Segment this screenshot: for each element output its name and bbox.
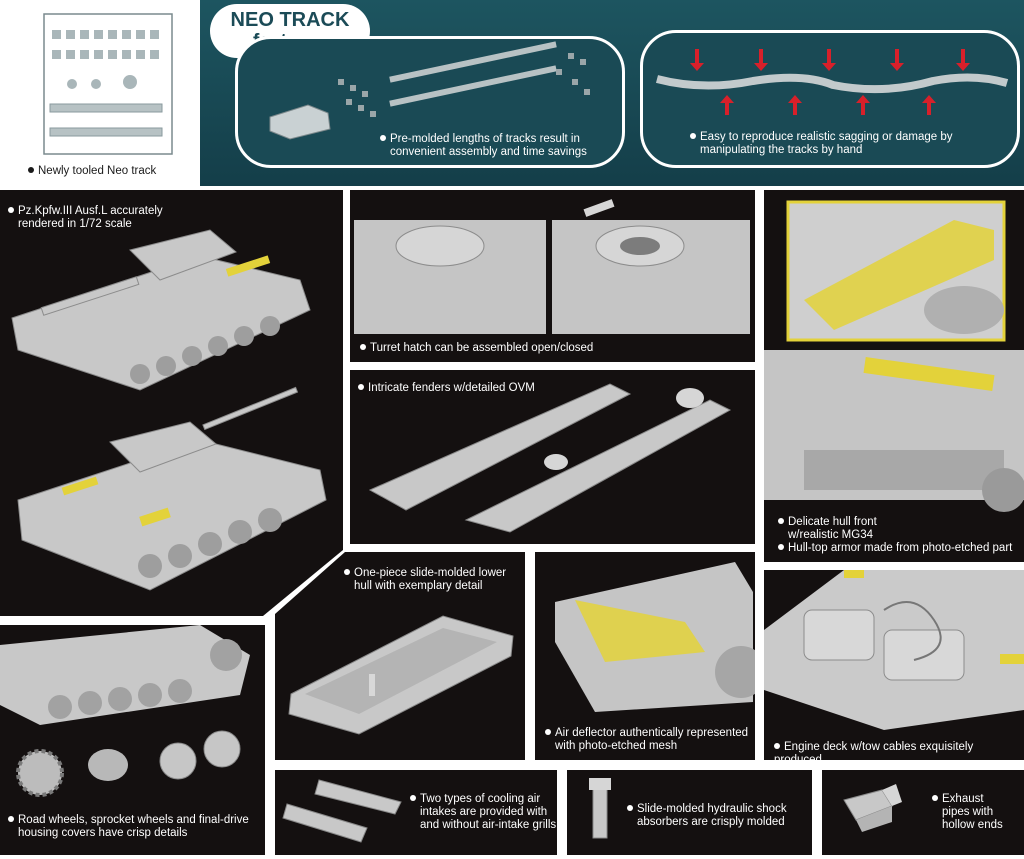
track-lengths-illustration bbox=[269, 41, 590, 140]
bullet-icon bbox=[410, 795, 416, 801]
bullet-icon bbox=[778, 518, 784, 524]
bullet-icon bbox=[8, 207, 14, 213]
bullet-icon bbox=[778, 544, 784, 550]
bullet-icon bbox=[690, 133, 696, 139]
exhaust-caption: Exhaust pipes with hollow ends bbox=[932, 793, 1003, 832]
lower-hull-panel bbox=[275, 552, 525, 760]
red-arrow-icon bbox=[690, 49, 970, 115]
track-lengths-caption: Pre-molded lengths of tracks result in c… bbox=[380, 133, 587, 159]
air-deflector-caption: Air deflector authentically represented … bbox=[545, 727, 748, 753]
cooling-intakes-illustration bbox=[282, 779, 402, 843]
track-sagging-caption: Easy to reproduce realistic sagging or d… bbox=[690, 131, 953, 157]
engine-deck-panel bbox=[764, 570, 1024, 760]
shock-absorbers-panel bbox=[567, 770, 812, 855]
hull-front-panel bbox=[764, 190, 1024, 562]
bullet-icon bbox=[28, 167, 34, 173]
exhaust-illustration bbox=[843, 784, 902, 832]
bullet-icon bbox=[627, 805, 633, 811]
shock-absorbers-illustration bbox=[589, 778, 611, 839]
road-wheels-panel bbox=[0, 625, 265, 855]
lower-hull-illustration bbox=[288, 615, 514, 735]
bullet-icon bbox=[344, 569, 350, 575]
shock-absorbers-caption: Slide-molded hydraulic shock absorbers a… bbox=[627, 803, 787, 829]
bullet-icon bbox=[360, 344, 366, 350]
bullet-icon bbox=[380, 135, 386, 141]
bullet-icon bbox=[358, 384, 364, 390]
fenders-illustration bbox=[368, 383, 732, 533]
sprue-illustration bbox=[43, 13, 173, 155]
sprue-caption: Newly tooled Neo track bbox=[28, 165, 156, 178]
bullet-icon bbox=[8, 816, 14, 822]
hull-front-illustration bbox=[764, 200, 1024, 512]
fenders-panel bbox=[350, 370, 755, 544]
hull-front-caption: Delicate hull front w/realistic MG34 Hul… bbox=[778, 516, 1012, 555]
fenders-caption: Intricate fenders w/detailed OVM bbox=[358, 382, 535, 395]
engine-deck-illustration bbox=[764, 570, 1024, 730]
turret-hatch-caption: Turret hatch can be assembled open/close… bbox=[360, 342, 593, 355]
road-wheels-illustration bbox=[0, 625, 250, 797]
scale-caption: Pz.Kpfw.III Ausf.L accurately rendered i… bbox=[8, 205, 163, 231]
bullet-icon bbox=[774, 743, 780, 749]
air-deflector-panel bbox=[535, 552, 755, 760]
bullet-icon bbox=[545, 729, 551, 735]
cooling-intakes-caption: Two types of cooling air intakes are pro… bbox=[410, 793, 556, 832]
turret-hatch-panel bbox=[350, 190, 755, 362]
track-lengths-pill bbox=[235, 36, 625, 168]
lower-hull-caption: One-piece slide-molded lower hull with e… bbox=[344, 567, 506, 593]
track-sagging-pill bbox=[640, 30, 1020, 168]
exhaust-panel bbox=[822, 770, 1024, 855]
track-sagging-illustration bbox=[655, 49, 1009, 115]
tank-model-illustration bbox=[11, 229, 327, 591]
air-deflector-illustration bbox=[555, 562, 755, 712]
engine-deck-caption: Engine deck w/tow cables exquisitely pro… bbox=[774, 741, 974, 766]
title-line-1: NEO TRACK bbox=[230, 9, 350, 31]
cooling-intakes-panel bbox=[275, 770, 557, 855]
road-wheels-caption: Road wheels, sprocket wheels and final-d… bbox=[8, 814, 249, 840]
turret-hatch-illustration bbox=[354, 199, 750, 334]
scale-panel bbox=[0, 190, 343, 616]
sprue-panel bbox=[0, 0, 200, 186]
bullet-icon bbox=[932, 795, 938, 801]
